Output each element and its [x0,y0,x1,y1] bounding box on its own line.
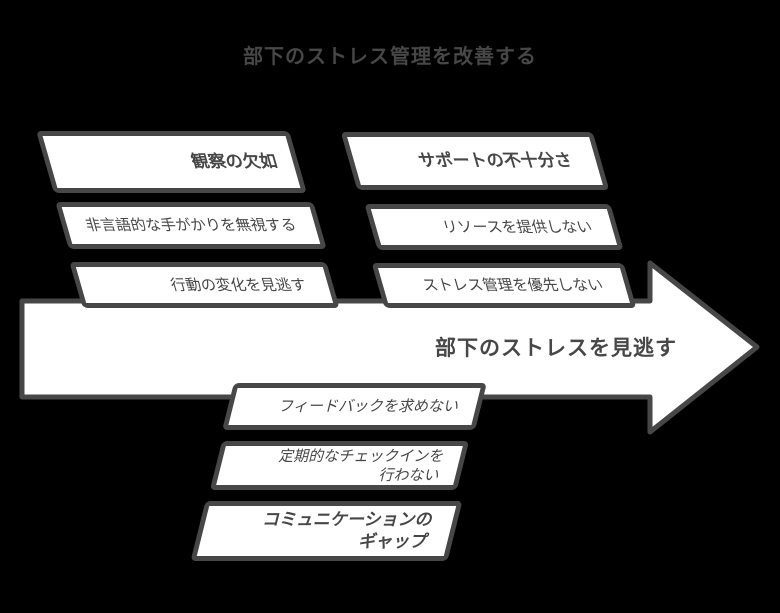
category-label: 観察の欠如 [189,152,280,171]
category-box-communication: コミュニケーションの ギャップ [190,501,463,561]
cause-label: リソースを提供しない [440,218,595,236]
effect-label: 部下のストレスを見逃す [435,337,677,360]
cause-box-checkins: 定期的なチェックインを 行わない [209,441,470,490]
cause-box-nonverbal-cues: 非言語的な手がかりを無視する [55,202,327,249]
cause-label-line1: 定期的なチェックインを [277,447,447,465]
cause-box-feedback: フィードバックを求めない [222,383,487,430]
category-label: サポートの不十分さ [416,151,575,170]
cause-label-line2: 行わない [377,466,442,484]
category-label-line1: コミュニケーションの [260,510,436,529]
cause-label: 非言語的な手がかりを無視する [83,217,299,234]
category-box-support: サポートの不十分さ [340,132,610,190]
cause-label: フィードバックを求めない [277,398,462,415]
cause-box-behavior-changes: 行動の変化を見逃す [69,262,340,308]
cause-label: ストレス管理を優先しない [420,277,606,294]
cause-box-resources: リソースを提供しない [364,204,624,250]
cause-box-prioritize: ストレス管理を優先しない [371,263,637,308]
category-label-line2: ギャップ [357,532,430,551]
category-box-observation: 観察の欠如 [36,131,307,193]
page-title: 部下のストレス管理を改善する [243,46,537,68]
cause-label: 行動の変化を見逃す [168,276,309,294]
